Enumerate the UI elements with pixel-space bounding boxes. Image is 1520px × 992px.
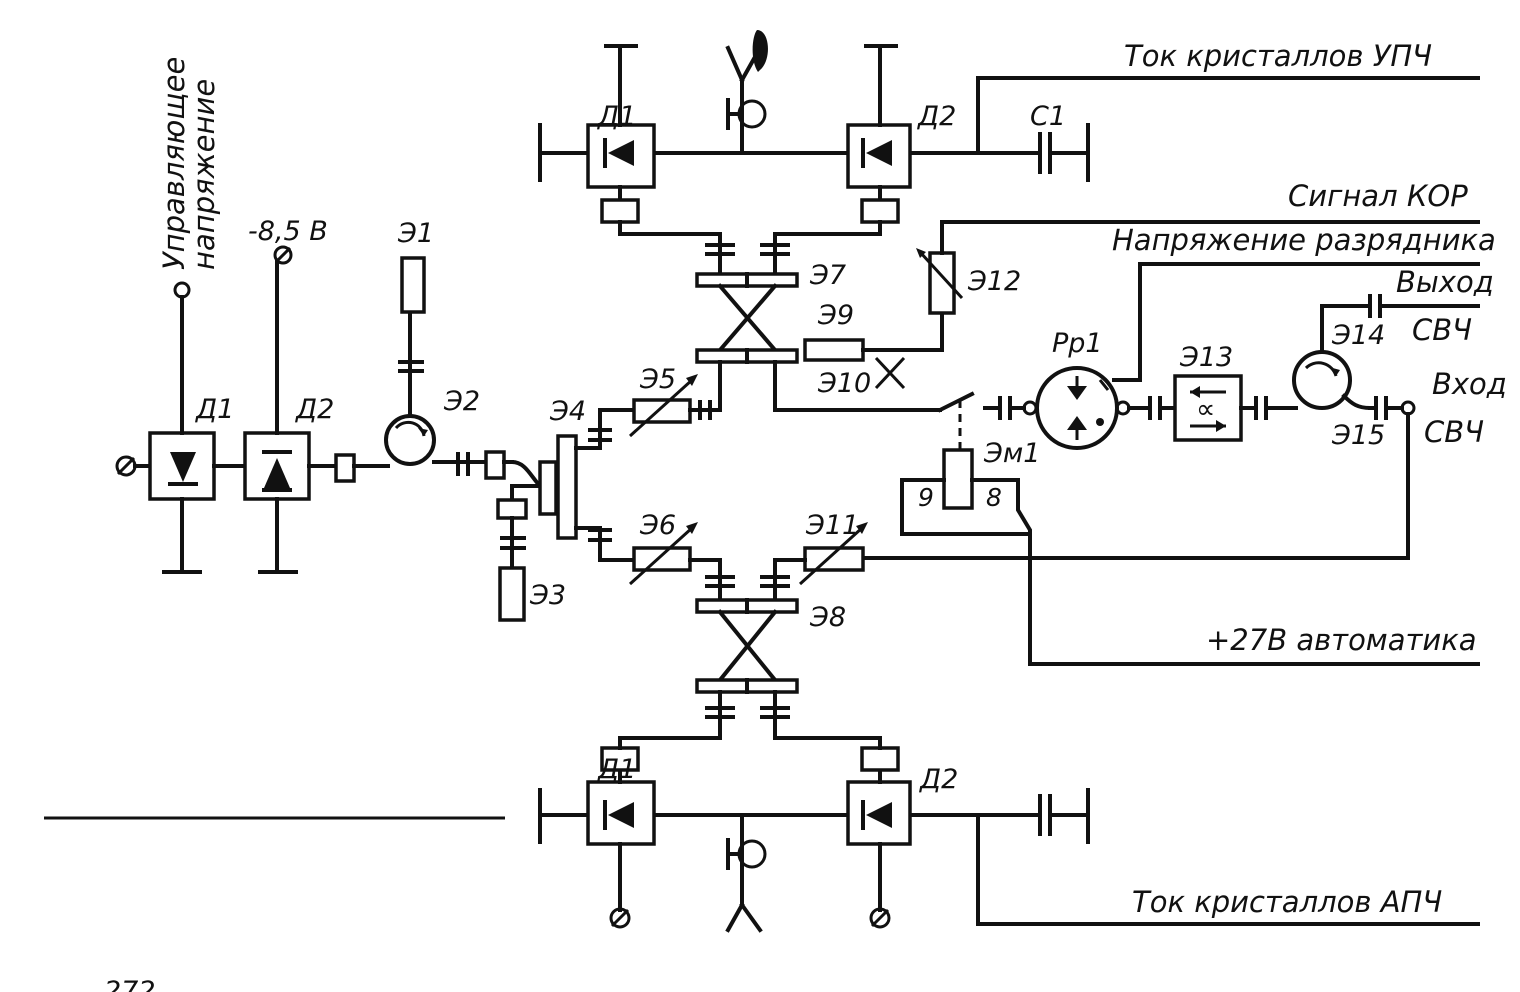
variable-attenuator-icon bbox=[632, 398, 692, 424]
hybrid-e7 bbox=[695, 232, 942, 412]
label-e15: Э15 bbox=[1331, 420, 1385, 451]
label-e7: Э7 bbox=[809, 260, 846, 291]
hybrid-e8 bbox=[695, 558, 799, 740]
label-control-voltage-1: Управляющее bbox=[157, 57, 191, 270]
label-e2: Э2 bbox=[443, 386, 480, 417]
label-d1-left: Д1 bbox=[195, 394, 234, 425]
label-arrester-voltage: Напряжение разрядника bbox=[1112, 223, 1496, 257]
label-e6: Э6 bbox=[639, 510, 676, 541]
diode-icon bbox=[262, 450, 292, 492]
label-e11: Э11 bbox=[805, 510, 859, 541]
label-em1-pin9: 9 bbox=[918, 483, 934, 512]
load-e1 bbox=[400, 256, 426, 314]
label-rr1: Рр1 bbox=[1052, 328, 1103, 359]
upch-mixer bbox=[538, 30, 1480, 236]
load-e9 bbox=[803, 338, 865, 362]
label-d2-left: Д2 bbox=[295, 394, 334, 425]
terminal-icon bbox=[273, 245, 293, 265]
label-e14: Э14 bbox=[1331, 320, 1385, 351]
label-e13: Э13 bbox=[1179, 342, 1233, 373]
labels: Ток кристаллов УПЧ Ток кристаллов АПЧ Си… bbox=[104, 39, 1507, 992]
label-upch-current: Ток кристаллов УПЧ bbox=[1124, 39, 1432, 73]
label-d1-bottom: Д1 bbox=[597, 754, 636, 785]
relay-em1 bbox=[942, 448, 974, 510]
label-control-voltage-2: напряжение bbox=[187, 79, 221, 270]
label-e4: Э4 bbox=[549, 396, 586, 427]
label-e3: Э3 bbox=[529, 580, 566, 611]
label-e8: Э8 bbox=[809, 602, 846, 633]
alpha-symbol: ∝ bbox=[1196, 394, 1215, 425]
divider-e4 bbox=[556, 434, 578, 540]
label-d1-top: Д1 bbox=[597, 101, 636, 132]
apch-mixer bbox=[538, 736, 1480, 933]
label-input-svch: СВЧ bbox=[1424, 415, 1484, 449]
circulator-icon bbox=[1292, 350, 1352, 410]
label-d2-bottom: Д2 bbox=[919, 764, 958, 795]
page-number: 272 bbox=[104, 976, 156, 992]
diode-icon bbox=[603, 138, 634, 168]
label-input: Вход bbox=[1432, 367, 1507, 401]
label-c1: С1 bbox=[1030, 101, 1066, 132]
diode-icon bbox=[168, 452, 198, 486]
label-minus-voltage: -8,5 В bbox=[248, 216, 328, 247]
terminal-icon bbox=[173, 281, 191, 299]
label-output-svch: СВЧ bbox=[1412, 313, 1472, 347]
diode-icon bbox=[861, 138, 892, 168]
label-signal-kor: Сигнал КОР bbox=[1288, 179, 1468, 213]
diode-icon bbox=[861, 800, 892, 830]
terminal-icon bbox=[869, 907, 891, 929]
variable-attenuator-icon bbox=[928, 251, 956, 315]
terminal-icon bbox=[609, 907, 631, 929]
label-output: Выход bbox=[1396, 265, 1494, 299]
label-e1: Э1 bbox=[397, 218, 434, 249]
label-e10: Э10 bbox=[817, 368, 871, 399]
lo-chain bbox=[115, 245, 722, 622]
label-em1-pin8: 8 bbox=[986, 483, 1002, 512]
signal-chain: ∝ bbox=[773, 220, 1480, 666]
label-em1: Эм1 bbox=[983, 438, 1040, 469]
label-automatics: +27В автоматика bbox=[1206, 623, 1477, 657]
label-e9: Э9 bbox=[817, 300, 854, 331]
diode-icon bbox=[603, 800, 634, 830]
label-apch-current: Ток кристаллов АПЧ bbox=[1132, 885, 1442, 919]
load-e3 bbox=[498, 566, 526, 622]
label-e12: Э12 bbox=[967, 266, 1021, 297]
label-e5: Э5 bbox=[639, 364, 676, 395]
variable-attenuator-icon bbox=[632, 546, 692, 572]
attenuator-e13 bbox=[1173, 374, 1243, 442]
label-d2-top: Д2 bbox=[917, 101, 956, 132]
